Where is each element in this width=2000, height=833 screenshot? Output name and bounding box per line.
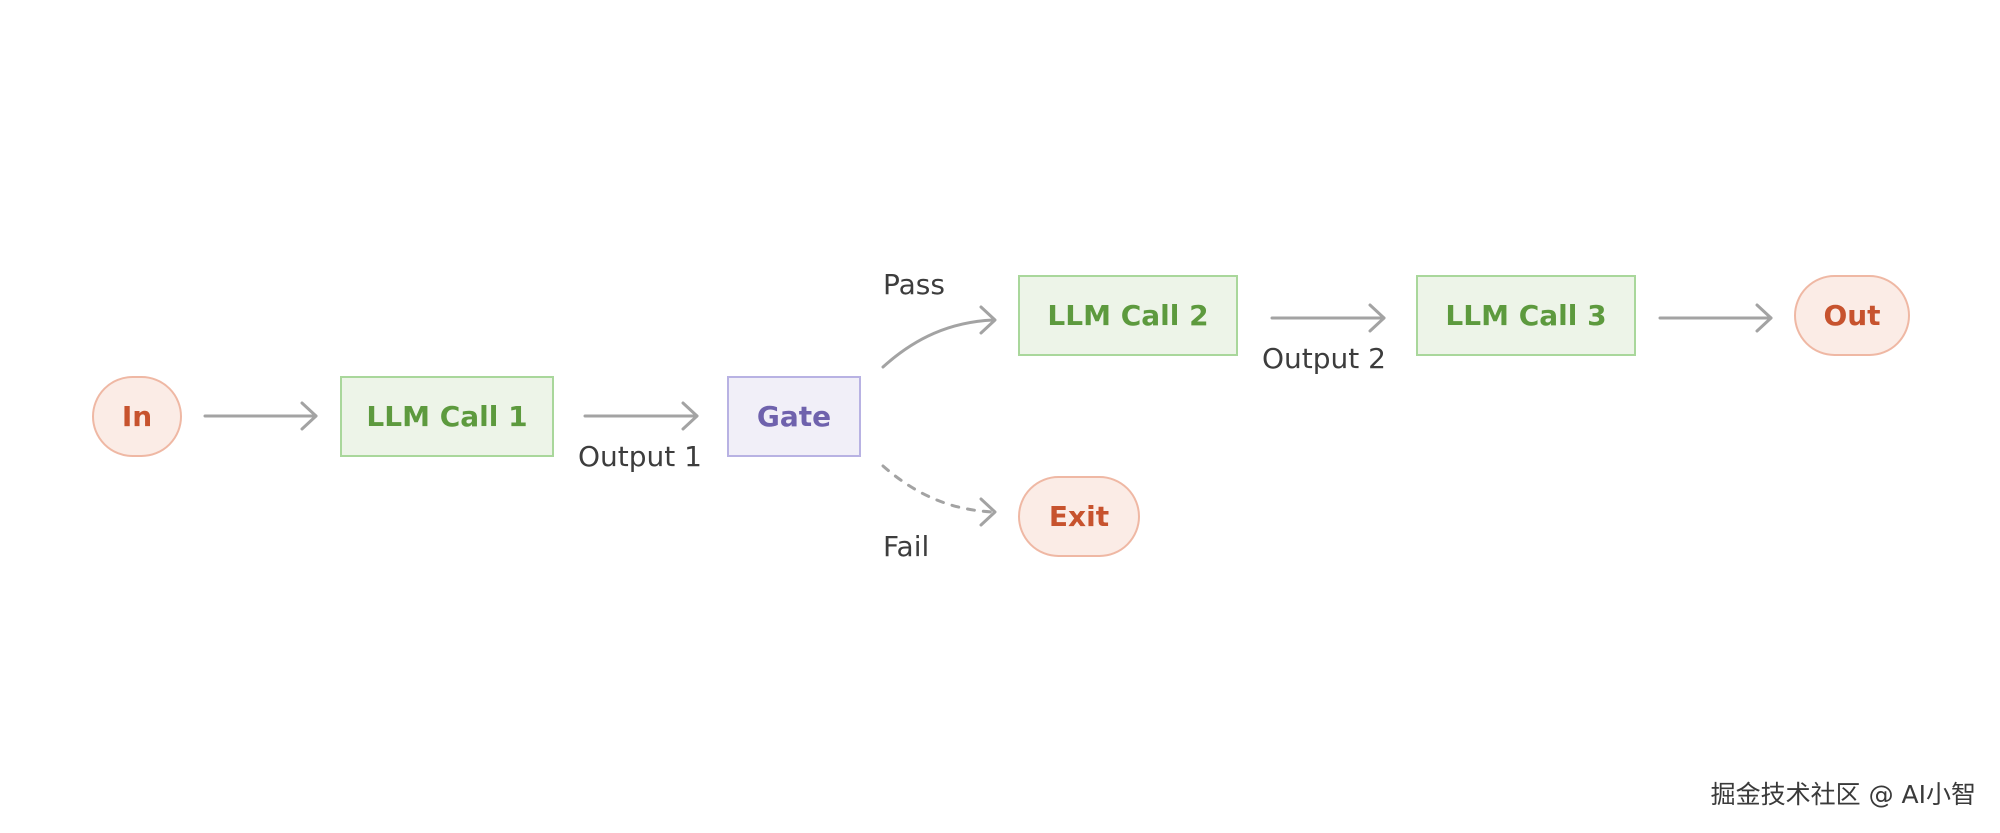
arrow-llm-call-2-to-llm-call-3 <box>1270 303 1386 333</box>
edge-label-fail: Fail <box>883 530 930 563</box>
node-llm-call-3: LLM Call 3 <box>1416 275 1636 356</box>
node-exit: Exit <box>1018 476 1140 557</box>
arrow-gate-fail-to-exit <box>881 464 997 527</box>
arrow-in-to-llm-call-1 <box>203 401 318 431</box>
edge-label-output-2: Output 2 <box>1262 342 1386 375</box>
arrow-gate-pass-to-llm-call-2 <box>881 305 997 369</box>
arrow-llm-call-1-to-gate <box>583 401 699 431</box>
node-in: In <box>92 376 182 457</box>
watermark-text: 掘金技术社区 @ AI小智 <box>1710 780 1976 809</box>
node-out: Out <box>1794 275 1910 356</box>
node-llm-call-1: LLM Call 1 <box>340 376 554 457</box>
arrow-llm-call-3-to-out <box>1658 303 1773 333</box>
edge-label-pass: Pass <box>883 268 945 301</box>
edge-label-output-1: Output 1 <box>578 440 702 473</box>
node-gate: Gate <box>727 376 861 457</box>
node-llm-call-2: LLM Call 2 <box>1018 275 1238 356</box>
